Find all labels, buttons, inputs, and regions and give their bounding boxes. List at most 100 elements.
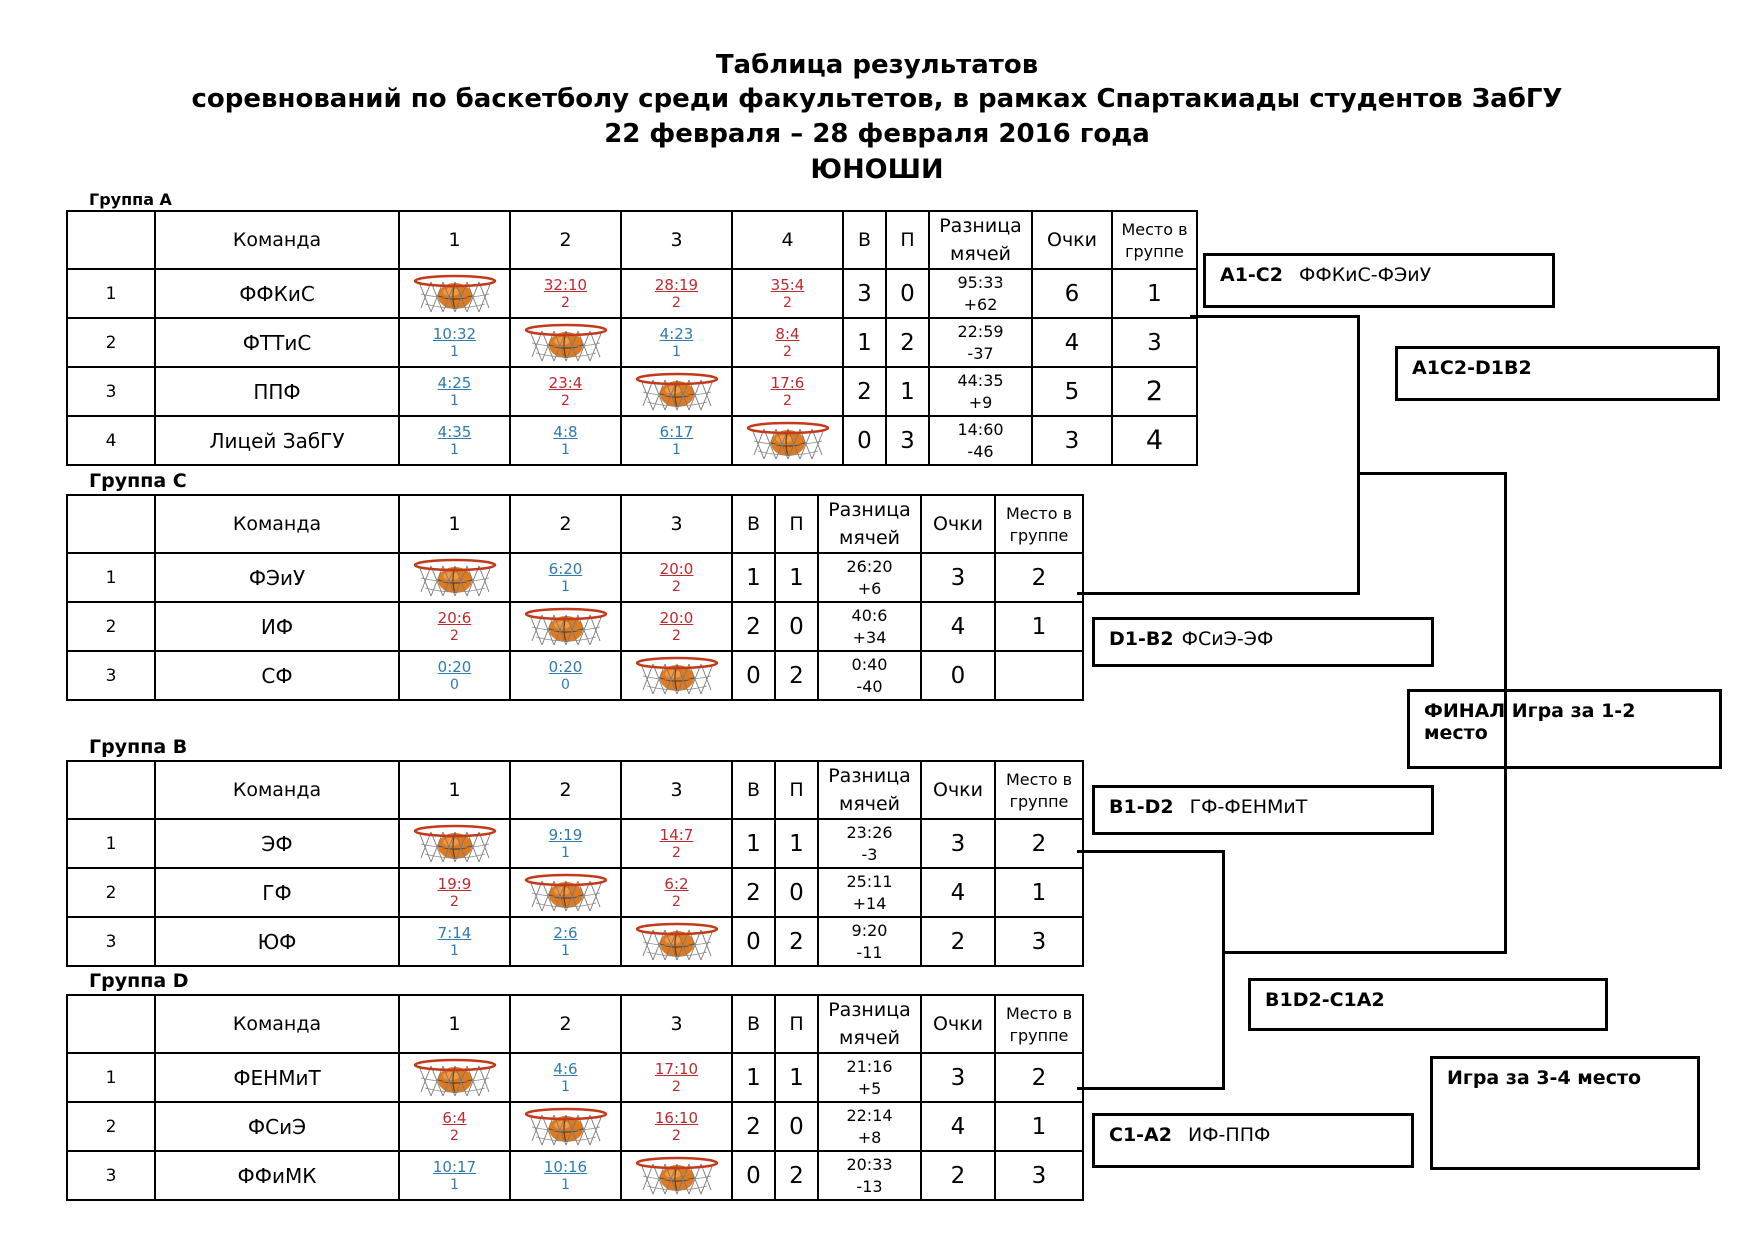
bracket-teams: ИФ-ППФ [1187, 1124, 1271, 1146]
diff-margin: +62 [963, 294, 998, 314]
score-points: 2 [672, 893, 681, 910]
diff-value: 20:33-13 [817, 1150, 922, 1201]
bracket-line [1077, 592, 1360, 595]
diff-margin: +6 [857, 578, 882, 598]
points-value: 4 [920, 867, 996, 918]
basketball-hoop-icon [635, 656, 718, 694]
score-points: 1 [561, 441, 570, 458]
basketball-hoop-icon [413, 274, 496, 312]
diff-value: 44:35+9 [928, 366, 1033, 417]
score-points: 0 [561, 676, 570, 693]
bracket-line [1357, 315, 1360, 595]
row-number: 2 [66, 867, 156, 918]
basketball-hoop-icon [524, 873, 607, 911]
header-won: В [731, 760, 776, 820]
diff-margin: -37 [967, 343, 994, 363]
header-blank [66, 760, 156, 820]
header-won: В [842, 210, 887, 270]
wins-value: 2 [731, 601, 776, 652]
place-value: 1 [1111, 268, 1198, 319]
header-col: 1 [398, 760, 511, 820]
team-name: ЮФ [154, 916, 400, 967]
losses-value: 1 [774, 1052, 819, 1103]
row-number: 1 [66, 552, 156, 603]
basketball-hoop-icon [635, 1156, 718, 1194]
score-value: 10:16 [543, 1157, 588, 1176]
wins-value: 0 [731, 650, 776, 701]
diff-value: 0:40-40 [817, 650, 922, 701]
score-value: 20:0 [659, 559, 694, 578]
score-value: 4:25 [437, 373, 472, 392]
bracket-code: С1-А2 [1109, 1124, 1172, 1146]
header-col: 2 [509, 210, 622, 270]
bracket-line [1504, 472, 1507, 954]
team-name: ФТТиС [154, 317, 400, 368]
score-points: 1 [450, 1176, 459, 1193]
points-value: 2 [920, 1150, 996, 1201]
header-col: 2 [509, 494, 622, 554]
basketball-hoop-icon [635, 922, 718, 960]
place-value: 1 [994, 601, 1084, 652]
header-col: 1 [398, 494, 511, 554]
score-value: 4:23 [659, 324, 694, 343]
header-diff: Разница мячей [928, 210, 1033, 270]
diff-margin: -11 [856, 942, 883, 962]
place-value: 2 [994, 818, 1084, 869]
header-col: 3 [620, 994, 733, 1054]
basketball-hoop-icon [524, 323, 607, 361]
points-value: 0 [920, 650, 996, 701]
wins-value: 1 [842, 317, 887, 368]
diff-margin: +34 [852, 627, 887, 647]
place-value: 3 [1111, 317, 1198, 368]
score-points: 1 [561, 1176, 570, 1193]
header-col: 1 [398, 210, 511, 270]
group-a-label: Группа А [89, 190, 172, 209]
score-value: 17:6 [770, 373, 805, 392]
header-col: 2 [509, 760, 622, 820]
header-team: Команда [154, 760, 400, 820]
bracket-code: D1-В2 [1109, 628, 1174, 650]
score-value: 20:0 [659, 608, 694, 627]
header-col: 3 [620, 494, 733, 554]
place-value: 1 [994, 1101, 1084, 1152]
diff-score: 22:59 [957, 321, 1004, 341]
team-name: ГФ [154, 867, 400, 918]
losses-value: 1 [885, 366, 930, 417]
row-number: 3 [66, 650, 156, 701]
score-points: 2 [450, 1127, 459, 1144]
header-lost: П [885, 210, 930, 270]
team-name: СФ [154, 650, 400, 701]
bracket-code: А1С2-D1В2 [1412, 357, 1532, 379]
score-points: 2 [672, 294, 681, 311]
diff-value: 25:11+14 [817, 867, 922, 918]
bracket-line [1222, 850, 1225, 1090]
diff-score: 95:33 [957, 272, 1004, 292]
diff-margin: +5 [857, 1078, 882, 1098]
self-cell [620, 1150, 733, 1201]
bracket-code: Игра за 3-4 место [1447, 1067, 1642, 1089]
score-value: 10:32 [432, 324, 477, 343]
place-value: 3 [994, 916, 1084, 967]
team-name: ФЭиУ [154, 552, 400, 603]
score-value: 8:4 [775, 324, 800, 343]
team-name: ЭФ [154, 818, 400, 869]
